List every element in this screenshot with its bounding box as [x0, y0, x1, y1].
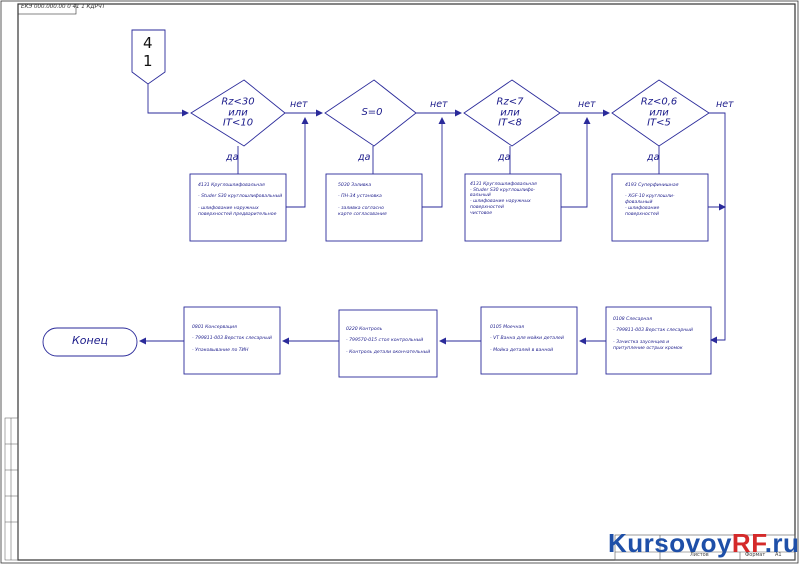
- end-label: Конец: [72, 334, 108, 347]
- operation-box-4193: [611, 173, 709, 242]
- operation-box-0108: [605, 306, 712, 375]
- no-link-4: [709, 112, 726, 344]
- end-terminator: [42, 327, 138, 357]
- return-link-1: [286, 117, 309, 208]
- yes-label-4: да: [647, 152, 660, 163]
- operation-box-5030: [325, 173, 423, 242]
- connector-top: 4: [143, 34, 153, 52]
- title-block-format: Формат: [745, 552, 766, 558]
- title-block-format-value: А1: [775, 552, 782, 558]
- yes-label-1: да: [226, 152, 239, 163]
- no-label-2: нет: [430, 99, 448, 110]
- yes-label-2: да: [358, 152, 371, 163]
- yes-label-3: да: [498, 152, 511, 163]
- decision-3: [463, 79, 561, 147]
- operation-text-0801: 0801 Консервация - 799811-003 Версток сл…: [192, 325, 272, 353]
- no-label-3: нет: [578, 99, 596, 110]
- inner-frame: [17, 3, 796, 561]
- side-stamp: [4, 417, 19, 561]
- connector-bottom: 1: [143, 52, 153, 70]
- operation-box-0105: [480, 306, 578, 375]
- decision-1: [190, 79, 286, 147]
- title-block-sheets: Листов: [690, 552, 709, 558]
- return-link-2: [422, 117, 446, 208]
- connector-line: [147, 84, 189, 117]
- operation-text-5030: 5030 Заливка - ПН-34 установка - заливка…: [338, 183, 387, 217]
- decision-2-text: S=0: [361, 106, 383, 118]
- page-connector: [131, 29, 166, 85]
- code-stamp: [17, 3, 77, 15]
- return-link-3: [561, 117, 591, 208]
- watermark-logo: KursovoyRF.ru: [608, 528, 800, 558]
- operation-text-4131b: 4131 Круглошлифовальная- Studer S30 круг…: [470, 182, 537, 216]
- decision-2: [324, 79, 417, 147]
- operation-text-0220: 0220 Контроль - 799570-015 стол контроль…: [346, 327, 431, 355]
- operation-box-0801: [183, 306, 281, 375]
- operation-text-0108: 0108 Слесарная - 799811-003 Верстак слес…: [613, 317, 693, 351]
- operation-text-4193: 4193 Суперфинишная - XGF-10 круглошли- ф…: [625, 183, 679, 217]
- title-block: [614, 534, 796, 561]
- operation-box-4131a: [189, 173, 287, 242]
- no-label-1: нет: [290, 99, 308, 110]
- no-label-4: нет: [716, 99, 734, 110]
- operation-text-4131a: 4131 Круглошлифовальная - Studer S30 кру…: [198, 183, 283, 217]
- operation-box-4131b: [464, 173, 562, 242]
- drawing-code: ЕКЭ 000.000.00 0 41 1 КДРЧТ: [21, 4, 106, 10]
- operation-text-0105: 0105 Моечная - VT Ванна для мойки детале…: [490, 325, 564, 353]
- operation-box-0220: [338, 309, 438, 378]
